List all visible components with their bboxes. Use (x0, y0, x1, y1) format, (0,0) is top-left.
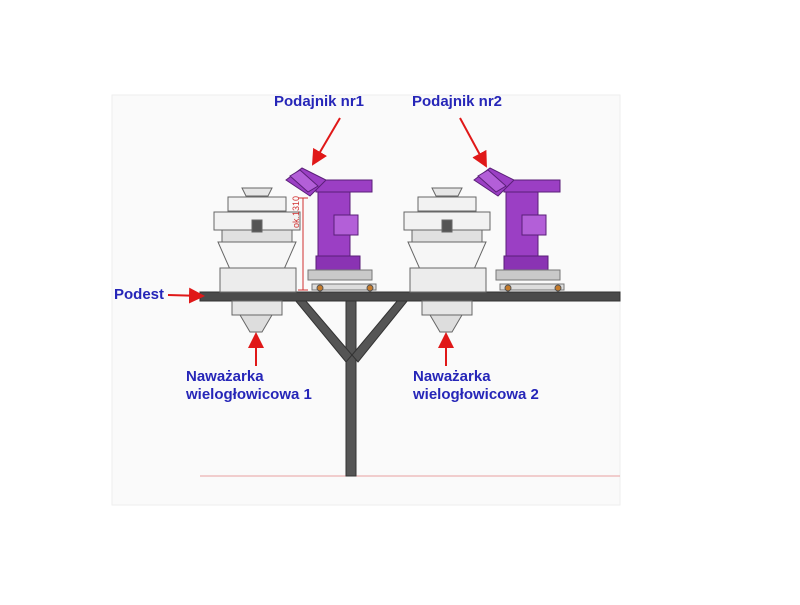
dimension-label: ok.1310 (291, 195, 301, 228)
weigher-2-label-line-2: wielogłowicowa 2 (413, 386, 539, 403)
platform-beam (199, 291, 621, 302)
weigher-2-label: Naważarka wielogłowicowa 2 (413, 368, 539, 404)
weigher-1-label: Naważarka wielogłowicowa 1 (186, 368, 312, 404)
feeder-1 (285, 167, 377, 292)
feeder-2-label: Podajnik nr2 (412, 93, 503, 110)
support-structure (199, 291, 621, 477)
dimension-line (298, 197, 308, 291)
arrow-feeder-2 (459, 117, 487, 168)
multihead-weigher-2 (403, 187, 491, 333)
feeder-1-label: Podajnik nr1 (274, 93, 365, 110)
arrow-platform (167, 287, 205, 304)
platform-label: Podest (114, 286, 165, 303)
weigher-1-label-line-1: Naważarka (186, 368, 264, 385)
arrow-feeder-1 (311, 117, 341, 166)
multihead-weigher-1 (213, 187, 301, 333)
weigher-1-label-line-2: wielogłowicowa 1 (186, 386, 312, 403)
support-column (345, 299, 357, 477)
feeder-2 (473, 167, 565, 292)
weigher-2-label-line-1: Naważarka (413, 368, 491, 385)
